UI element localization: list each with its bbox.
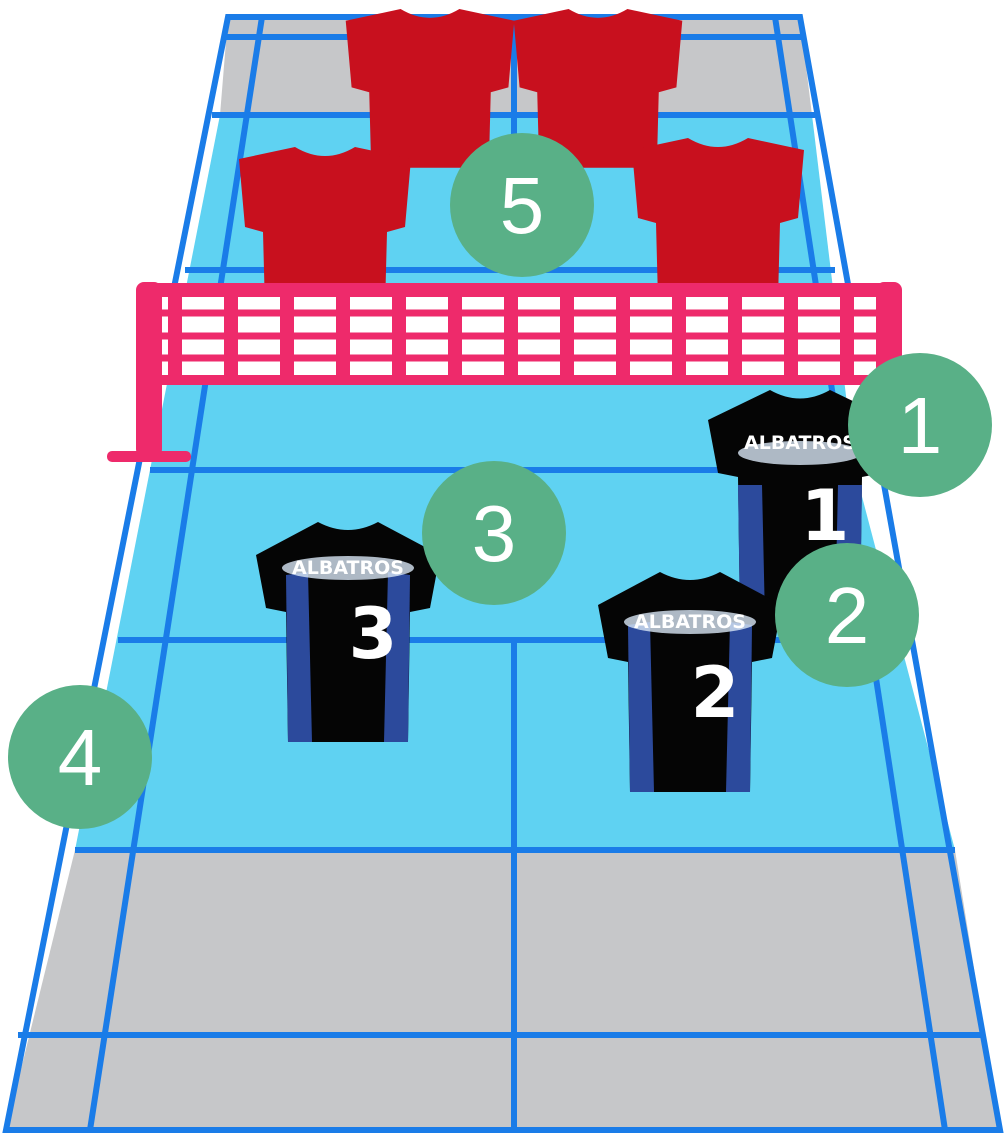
position-badge-3: 3: [422, 461, 566, 605]
net-strip: [224, 290, 238, 380]
badge-label: 2: [825, 571, 870, 660]
net-strip: [392, 290, 406, 380]
position-badge-5: 5: [450, 133, 594, 277]
net-post-left: [136, 282, 162, 457]
net-strip: [672, 290, 686, 380]
net-strip: [840, 290, 854, 380]
net-post-base: [107, 451, 191, 462]
position-badge-4: 4: [8, 685, 152, 829]
position-badge-1: 1: [848, 353, 992, 497]
net-strip: [560, 290, 574, 380]
net-strip: [784, 290, 798, 380]
badge-label: 3: [472, 489, 517, 578]
red-shirt-icon: [632, 138, 804, 300]
team-logo: ALBATROS: [744, 432, 856, 454]
jersey-number: 2: [691, 652, 740, 734]
jersey-number: 3: [349, 593, 398, 675]
position-badge-2: 2: [775, 543, 919, 687]
badge-label: 4: [58, 713, 103, 802]
net-strip: [728, 290, 742, 380]
near-back-zone: [6, 850, 1000, 1130]
net-strip: [616, 290, 630, 380]
team-logo: ALBATROS: [292, 557, 404, 579]
net-strip: [336, 290, 350, 380]
badge-label: 5: [500, 161, 545, 250]
net-strip: [168, 290, 182, 380]
badge-label: 1: [898, 381, 943, 470]
net-strip: [448, 290, 462, 380]
net-strip: [280, 290, 294, 380]
team-logo: ALBATROS: [634, 611, 746, 633]
net-strip: [504, 290, 518, 380]
